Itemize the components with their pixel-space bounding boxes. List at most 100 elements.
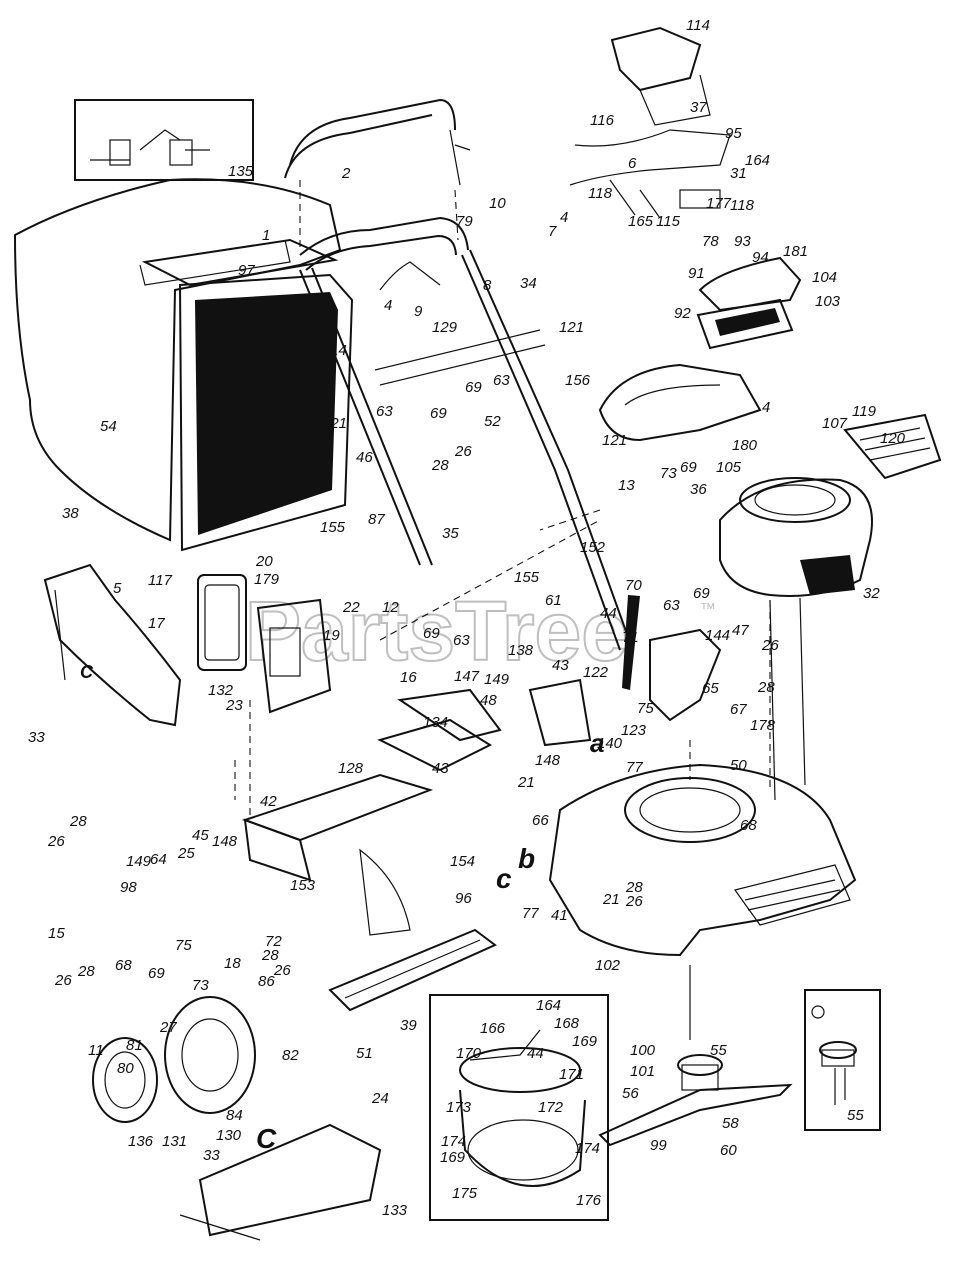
callout-34: 34 <box>520 275 537 292</box>
callout-C1: C <box>80 662 94 682</box>
callout-175: 175 <box>452 1185 478 1202</box>
callout-63b: 63 <box>376 403 393 420</box>
callout-100: 100 <box>630 1042 656 1059</box>
chute-door <box>43 563 182 727</box>
callout-70: 70 <box>625 577 642 594</box>
callout-168: 168 <box>554 1015 580 1032</box>
callout-20: 20 <box>255 553 273 570</box>
callout-31: 31 <box>730 165 747 182</box>
callout-155a: 155 <box>320 519 346 536</box>
callout-13: 13 <box>618 477 635 494</box>
callout-39: 39 <box>400 1017 417 1034</box>
callout-156: 156 <box>565 372 591 389</box>
callout-69d: 69 <box>693 585 710 602</box>
callout-63a: 63 <box>493 372 510 389</box>
callout-5: 5 <box>113 580 122 597</box>
callout-79: 79 <box>456 213 473 230</box>
callout-136: 136 <box>128 1133 154 1150</box>
callout-107: 107 <box>822 415 848 432</box>
callout-135: 135 <box>228 163 254 180</box>
callout-117: 117 <box>148 572 173 589</box>
callout-99: 99 <box>650 1137 667 1154</box>
callout-131: 131 <box>162 1133 187 1150</box>
callout-26e: 26 <box>54 972 72 989</box>
callout-42: 42 <box>260 793 277 810</box>
callout-10: 10 <box>489 195 506 212</box>
callout-140: 140 <box>597 735 623 752</box>
callout-28d: 28 <box>625 879 643 896</box>
callout-28f: 28 <box>261 947 279 964</box>
callout-15: 15 <box>48 925 65 942</box>
callout-58: 58 <box>722 1115 739 1132</box>
callout-72: 72 <box>265 933 282 950</box>
grille-120 <box>843 413 942 480</box>
callout-166: 166 <box>480 1020 506 1037</box>
rear-housing <box>241 688 502 936</box>
callout-54: 54 <box>100 418 117 435</box>
callout-133: 133 <box>382 1202 408 1219</box>
callout-93: 93 <box>734 233 751 250</box>
callout-17: 17 <box>148 615 165 632</box>
callout-2: 2 <box>341 165 351 182</box>
callout-28a: 28 <box>431 457 449 474</box>
callout-47: 47 <box>732 622 749 639</box>
callout-155b: 155 <box>514 569 540 586</box>
callout-c1: c <box>496 863 512 894</box>
callout-a: a <box>590 728 604 758</box>
rear-deflector <box>179 1123 382 1241</box>
callout-21a: 21 <box>517 774 535 791</box>
callout-26f: 26 <box>273 962 291 979</box>
callout-44a: 44 <box>600 605 617 622</box>
watermark-text: PartsTree <box>245 584 628 678</box>
callout-174b: 174 <box>575 1140 600 1157</box>
callout-92: 92 <box>674 305 691 322</box>
callout-18: 18 <box>224 955 241 972</box>
callout-46: 46 <box>356 449 373 466</box>
control-bracket <box>598 363 762 442</box>
callout-149a: 149 <box>484 671 510 688</box>
callout-77a: 77 <box>626 759 643 776</box>
callout-73b: 73 <box>192 977 209 994</box>
callout-103: 103 <box>815 293 841 310</box>
callout-134: 134 <box>423 714 448 731</box>
callout-63c: 63 <box>663 597 680 614</box>
callout-148a: 148 <box>535 752 561 769</box>
callout-28c: 28 <box>69 813 87 830</box>
callout-122: 122 <box>583 664 609 681</box>
callout-55b: 55 <box>847 1107 864 1124</box>
callout-55a: 55 <box>710 1042 727 1059</box>
callout-26a: 26 <box>454 443 472 460</box>
callout-123: 123 <box>621 722 647 739</box>
callout-69f: 69 <box>148 965 165 982</box>
callout-56: 56 <box>622 1085 639 1102</box>
callout-44b: 44 <box>527 1045 544 1062</box>
callout-80: 80 <box>117 1060 134 1077</box>
callout-26b: 26 <box>761 637 779 654</box>
callout-169a: 169 <box>572 1033 598 1050</box>
callout-33a: 33 <box>28 729 45 746</box>
callout-9: 9 <box>414 303 423 320</box>
mower-deck <box>548 763 857 957</box>
callout-7: 7 <box>548 223 557 240</box>
callout-172: 172 <box>538 1099 564 1116</box>
callout-4a: 4 <box>560 209 568 226</box>
callout-161: 161 <box>198 395 223 412</box>
inset-box-mulch-kit <box>429 994 609 1221</box>
callout-71: 71 <box>622 629 639 646</box>
callout-86: 86 <box>258 973 275 990</box>
callout-C2: C <box>256 1123 277 1154</box>
callout-68a: 68 <box>740 817 757 834</box>
callout-23: 23 <box>225 697 243 714</box>
callout-75a: 75 <box>637 700 654 717</box>
callout-68b: 68 <box>115 957 132 974</box>
callout-164b: 164 <box>536 997 561 1014</box>
callout-96: 96 <box>455 890 472 907</box>
drive-lever <box>528 595 722 747</box>
callout-147: 147 <box>454 668 480 685</box>
grass-bag <box>13 178 354 552</box>
callout-64: 64 <box>150 851 167 868</box>
callout-11: 11 <box>88 1042 104 1059</box>
callout-170: 170 <box>456 1045 482 1062</box>
callout-14: 14 <box>330 342 347 359</box>
inset-box-55 <box>804 989 881 1131</box>
